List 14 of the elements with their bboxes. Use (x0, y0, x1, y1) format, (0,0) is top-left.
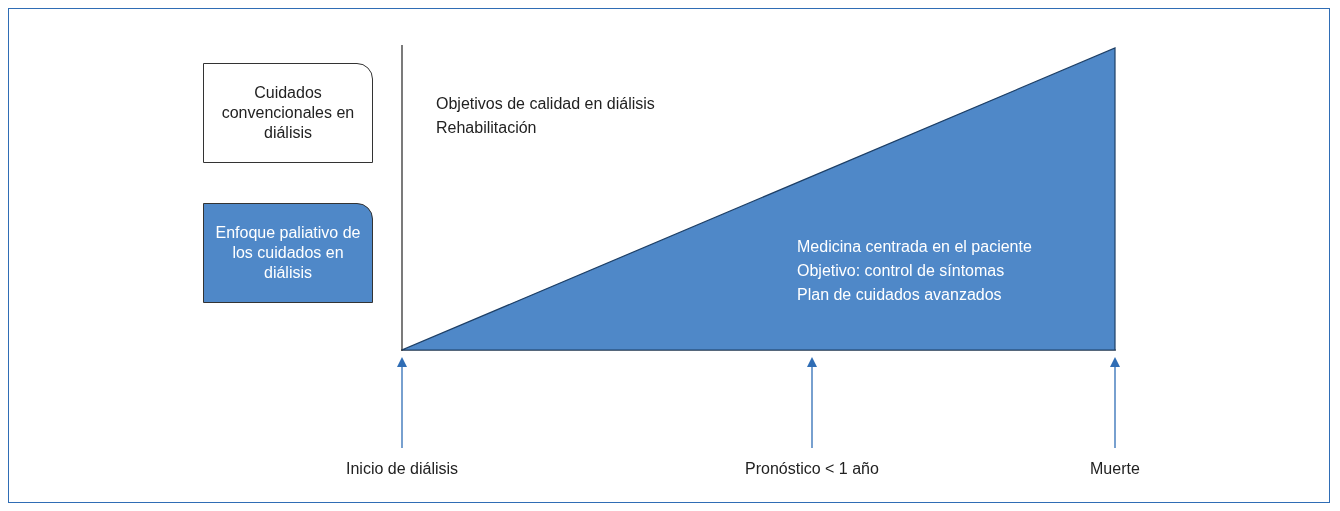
area-text: Plan de cuidados avanzados (797, 285, 1002, 305)
timeline-label: Muerte (1090, 457, 1140, 481)
area-text: Rehabilitación (436, 118, 537, 138)
area-text: Medicina centrada en el paciente (797, 237, 1032, 257)
palliative-care-area (402, 47, 1116, 351)
key-box: Cuidados convencionales en diálisis (203, 63, 373, 163)
arrow (1110, 357, 1120, 449)
timeline-label: Inicio de diálisis (346, 457, 459, 481)
area-text: Objetivos de calidad en diálisis (436, 94, 655, 114)
key-box: Enfoque paliativo de los cuidados en diálisis (203, 203, 373, 303)
arrow (807, 357, 817, 449)
timeline-label: Pronóstico < 1 año (745, 457, 879, 481)
arrow (397, 357, 407, 449)
area-text: Objetivo: control de síntomas (797, 261, 1005, 281)
